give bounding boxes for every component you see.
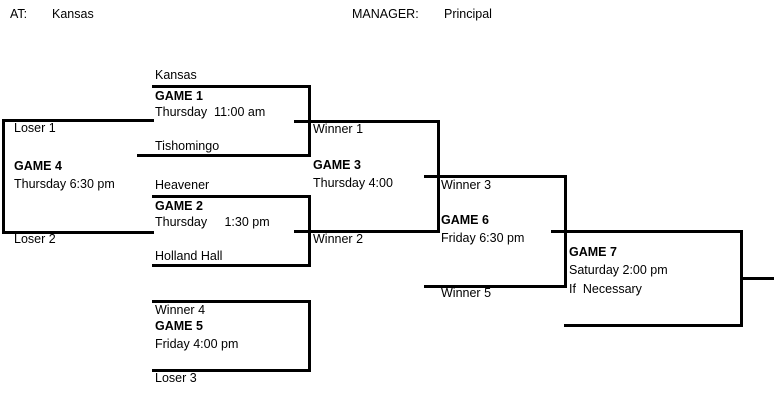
game-4-box-left xyxy=(2,119,5,234)
game-1-box-top xyxy=(152,85,311,88)
game-2-box-top xyxy=(152,195,311,198)
game-4-time: Thursday 6:30 pm xyxy=(14,177,115,191)
game-6-box-top xyxy=(437,175,567,178)
connector-game5-to-game6 xyxy=(424,285,440,288)
connector-game1-to-game3 xyxy=(294,120,311,123)
game-5-bottom-slot: Loser 3 xyxy=(155,371,197,385)
game-1-bottom-slot: Tishomingo xyxy=(155,139,220,153)
game-2-bottom-slot: Holland Hall xyxy=(155,249,223,263)
at-value: Kansas xyxy=(52,7,94,21)
game-7-time: Saturday 2:00 pm xyxy=(569,263,668,277)
game-5-time: Friday 4:00 pm xyxy=(155,337,239,351)
game-7-box-top xyxy=(564,230,743,233)
game-5-box-top xyxy=(152,300,311,303)
connector-game3-to-game6 xyxy=(424,175,440,178)
game-5-top-slot: Winner 4 xyxy=(155,303,206,317)
game-7-champion-tail xyxy=(740,277,774,280)
game-4-name: GAME 4 xyxy=(14,159,62,173)
connector-game4-bottom-stub xyxy=(137,231,154,234)
game-3-box-top xyxy=(308,120,440,123)
game-5-name: GAME 5 xyxy=(155,319,203,333)
game-6-top-slot: Winner 3 xyxy=(441,178,492,192)
game-5-box-right xyxy=(308,300,311,372)
game-3-bottom-slot: Winner 2 xyxy=(313,232,364,246)
game-3-time: Thursday 4:00 xyxy=(313,176,393,190)
manager-value: Principal xyxy=(444,7,492,21)
game-2-top-slot: Heavener xyxy=(155,178,210,192)
game-6-time: Friday 6:30 pm xyxy=(441,231,525,245)
manager-label: MANAGER: xyxy=(352,7,419,21)
game-1-top-slot: Kansas xyxy=(155,68,197,82)
game-6-name: GAME 6 xyxy=(441,213,489,227)
game-2-name: GAME 2 xyxy=(155,199,203,213)
game-6-bottom-slot: Winner 5 xyxy=(441,286,492,300)
at-label: AT: xyxy=(10,7,28,21)
game-7-note: If Necessary xyxy=(569,282,642,296)
game-3-box-bottom xyxy=(308,230,440,233)
connector-game4-top-stub xyxy=(137,154,154,157)
game-4-top-slot: Loser 1 xyxy=(14,121,56,135)
game-7-box-bottom xyxy=(564,324,743,327)
game-3-name: GAME 3 xyxy=(313,158,361,172)
game-5-box-bottom xyxy=(152,369,311,372)
game-1-time: Thursday 11:00 am xyxy=(155,105,266,119)
game-6-box-bottom xyxy=(437,285,567,288)
game-2-box-bottom xyxy=(152,264,311,267)
game-4-box-top xyxy=(2,119,154,122)
game-1-name: GAME 1 xyxy=(155,89,203,103)
game-1-box-bottom xyxy=(152,154,311,157)
game-2-time: Thursday 1:30 pm xyxy=(155,215,270,229)
game-3-top-slot: Winner 1 xyxy=(313,122,364,136)
game-4-bottom-slot: Loser 2 xyxy=(14,232,56,246)
connector-game6-to-game7 xyxy=(551,230,567,233)
connector-game2-to-game3 xyxy=(294,230,311,233)
game-7-name: GAME 7 xyxy=(569,245,617,259)
game-4-box-bottom xyxy=(2,231,154,234)
